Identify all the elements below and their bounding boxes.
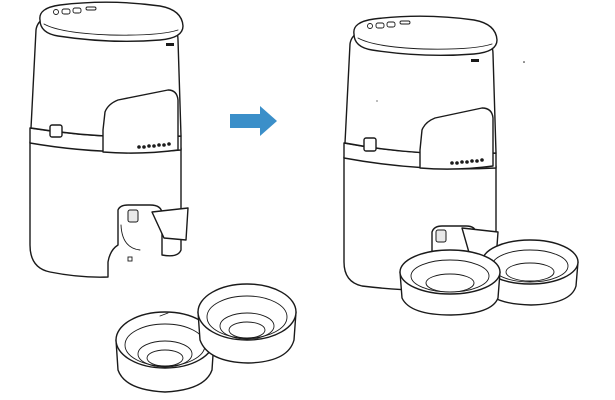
lid-buttons: [53, 6, 97, 15]
feeder-base: [29, 141, 182, 278]
chute-nozzle: [127, 209, 139, 223]
lid-buttons: [367, 20, 411, 29]
control-panel: [419, 107, 494, 170]
right-arrow-icon: [230, 106, 277, 136]
logo-mark: [166, 43, 174, 46]
control-panel: [102, 89, 179, 154]
logo-mark: [471, 59, 479, 62]
hopper-latch: [49, 124, 63, 138]
control-buttons: [450, 158, 484, 165]
bowl-right-loose: [197, 283, 297, 364]
bowl-clip: [159, 312, 169, 317]
bowl-left-loose: [115, 311, 215, 393]
feeder-lid: [39, 1, 184, 43]
feeder-before: [29, 1, 189, 278]
hopper-latch: [363, 137, 377, 152]
feeder-lid: [353, 15, 498, 57]
feeder-after: [343, 15, 499, 291]
bowl-right-attached: [480, 239, 579, 306]
bowl-left-attached: [399, 249, 501, 316]
chute-nozzle: [435, 229, 447, 243]
control-buttons: [137, 142, 171, 149]
